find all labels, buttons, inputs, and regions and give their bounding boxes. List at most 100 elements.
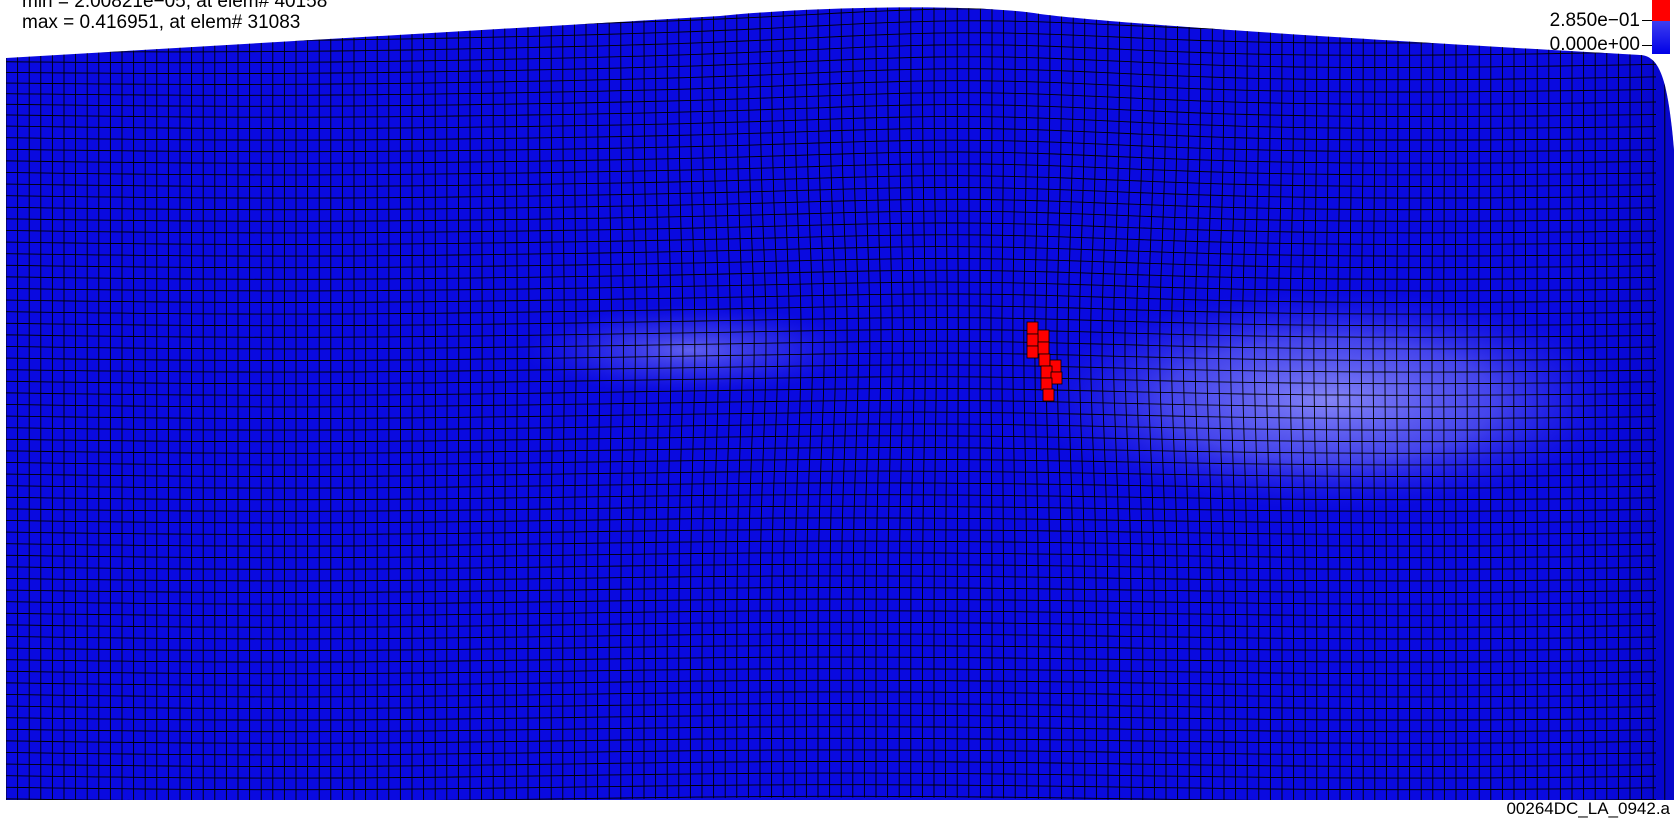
mesh-line-horizontal	[6, 505, 1657, 512]
mesh-line-vertical	[713, 7, 720, 799]
mesh-line-horizontal	[6, 163, 1657, 176]
hot-element-cell	[1037, 329, 1050, 343]
mesh-line-horizontal	[6, 340, 1657, 350]
mesh-line-horizontal	[6, 80, 1657, 96]
mesh-line-vertical	[620, 7, 624, 800]
mesh-line-vertical	[805, 7, 814, 798]
mesh-line-vertical	[1067, 7, 1074, 800]
mesh-line-vertical	[1171, 7, 1179, 801]
hot-element-cell	[1040, 377, 1053, 391]
mesh-line-horizontal	[6, 246, 1657, 257]
mesh-line-vertical	[481, 7, 483, 801]
mesh-line-vertical	[1124, 7, 1132, 800]
mesh-line-horizontal	[6, 116, 1657, 129]
mesh-line-horizontal	[6, 795, 1657, 801]
mesh-line-vertical	[1136, 7, 1144, 801]
mesh-line-vertical	[736, 7, 743, 798]
mesh-line-vertical	[945, 7, 948, 798]
legend-label-high: 2.850e−01	[1549, 10, 1640, 31]
mesh-line-horizontal	[6, 222, 1657, 234]
mesh-line-vertical	[1230, 7, 1237, 801]
mesh-line-vertical	[829, 7, 837, 798]
hot-element-cell	[1026, 321, 1039, 335]
mesh-line-vertical	[1265, 7, 1271, 801]
mesh-line-vertical	[515, 7, 518, 801]
mesh-line-vertical	[678, 7, 684, 799]
edge-shade	[1560, 7, 1674, 801]
hot-element-cell	[1040, 365, 1053, 379]
mesh-line-horizontal	[6, 127, 1657, 141]
mesh-line-horizontal	[6, 494, 1657, 501]
mesh-line-vertical	[990, 7, 993, 799]
mesh-line-vertical	[910, 7, 915, 798]
mesh-line-vertical	[666, 7, 672, 799]
legend-tick-low	[1642, 45, 1652, 46]
mesh-line-vertical	[840, 7, 848, 798]
mesh-line-vertical	[597, 7, 601, 800]
mesh-line-vertical	[550, 7, 553, 801]
max-value-readout: max = 0.416951, at elem# 31083	[22, 12, 301, 33]
mesh-line-vertical	[1001, 7, 1005, 799]
mesh-line-horizontal	[6, 269, 1657, 280]
hot-element-cell	[1026, 345, 1039, 359]
mesh-line-horizontal	[6, 411, 1657, 419]
legend-label-low: 0.000e+00	[1549, 34, 1640, 55]
mesh-line-horizontal	[6, 151, 1657, 164]
mesh-line-vertical	[1454, 7, 1457, 801]
mesh-line-vertical	[817, 7, 825, 798]
stress-field-left	[520, 305, 860, 395]
mesh-line-horizontal	[6, 104, 1657, 118]
mesh-line-horizontal	[6, 529, 1657, 535]
mesh-line-horizontal	[6, 679, 1657, 686]
mesh-line-horizontal	[6, 656, 1657, 663]
mesh-line-vertical	[1337, 7, 1341, 801]
mesh-line-vertical	[933, 7, 937, 798]
mesh-line-horizontal	[6, 668, 1657, 675]
mesh-line-horizontal	[6, 56, 1657, 75]
mesh-line-horizontal	[6, 517, 1657, 524]
mesh-line-vertical	[1349, 7, 1353, 801]
mesh-line-horizontal	[6, 470, 1657, 477]
mesh-line-vertical	[794, 7, 802, 798]
mesh-line-horizontal	[6, 540, 1657, 547]
mesh-line-vertical	[898, 7, 904, 798]
hot-element-cell	[1037, 341, 1050, 355]
mesh-line-vertical	[1431, 7, 1434, 801]
mesh-line-horizontal	[6, 435, 1657, 443]
mesh-line-horizontal	[6, 737, 1657, 744]
mesh-line-horizontal	[6, 352, 1657, 361]
mesh-line-horizontal	[6, 92, 1657, 107]
mesh-line-vertical	[585, 7, 589, 800]
mesh-line-vertical	[1396, 7, 1399, 801]
mesh-line-horizontal	[6, 563, 1657, 570]
min-value-readout: min = 2.00821e−05, at elem# 40158	[22, 0, 328, 12]
mesh-line-horizontal	[6, 458, 1657, 466]
mesh-line-horizontal	[6, 772, 1657, 779]
mesh-line-vertical	[1242, 7, 1248, 801]
mesh-line-vertical	[1012, 7, 1016, 799]
mesh-line-horizontal	[6, 32, 1657, 53]
mesh-line-horizontal	[6, 610, 1657, 617]
mesh-line-horizontal	[6, 44, 1657, 64]
mesh-line-vertical	[759, 7, 767, 798]
mesh-line-vertical	[1206, 7, 1213, 801]
mesh-line-vertical	[1182, 7, 1190, 801]
mesh-line-vertical	[539, 7, 542, 801]
mesh-line-vertical	[608, 7, 613, 800]
mesh-line-horizontal	[6, 198, 1657, 211]
legend-swatch-high	[1652, 0, 1670, 21]
mesh-line-vertical	[1360, 7, 1364, 801]
mesh-line-horizontal	[6, 575, 1657, 582]
mesh-line-horizontal	[6, 423, 1657, 431]
mesh-line-vertical	[1301, 7, 1306, 801]
mesh-line-horizontal	[6, 234, 1657, 245]
stress-field-right	[1030, 290, 1630, 510]
mesh-line-horizontal	[6, 552, 1657, 559]
mesh-line-vertical	[956, 7, 959, 798]
mesh-line-vertical	[1325, 7, 1329, 801]
mesh-line-horizontal	[6, 258, 1657, 269]
mesh-line-horizontal	[6, 210, 1657, 222]
